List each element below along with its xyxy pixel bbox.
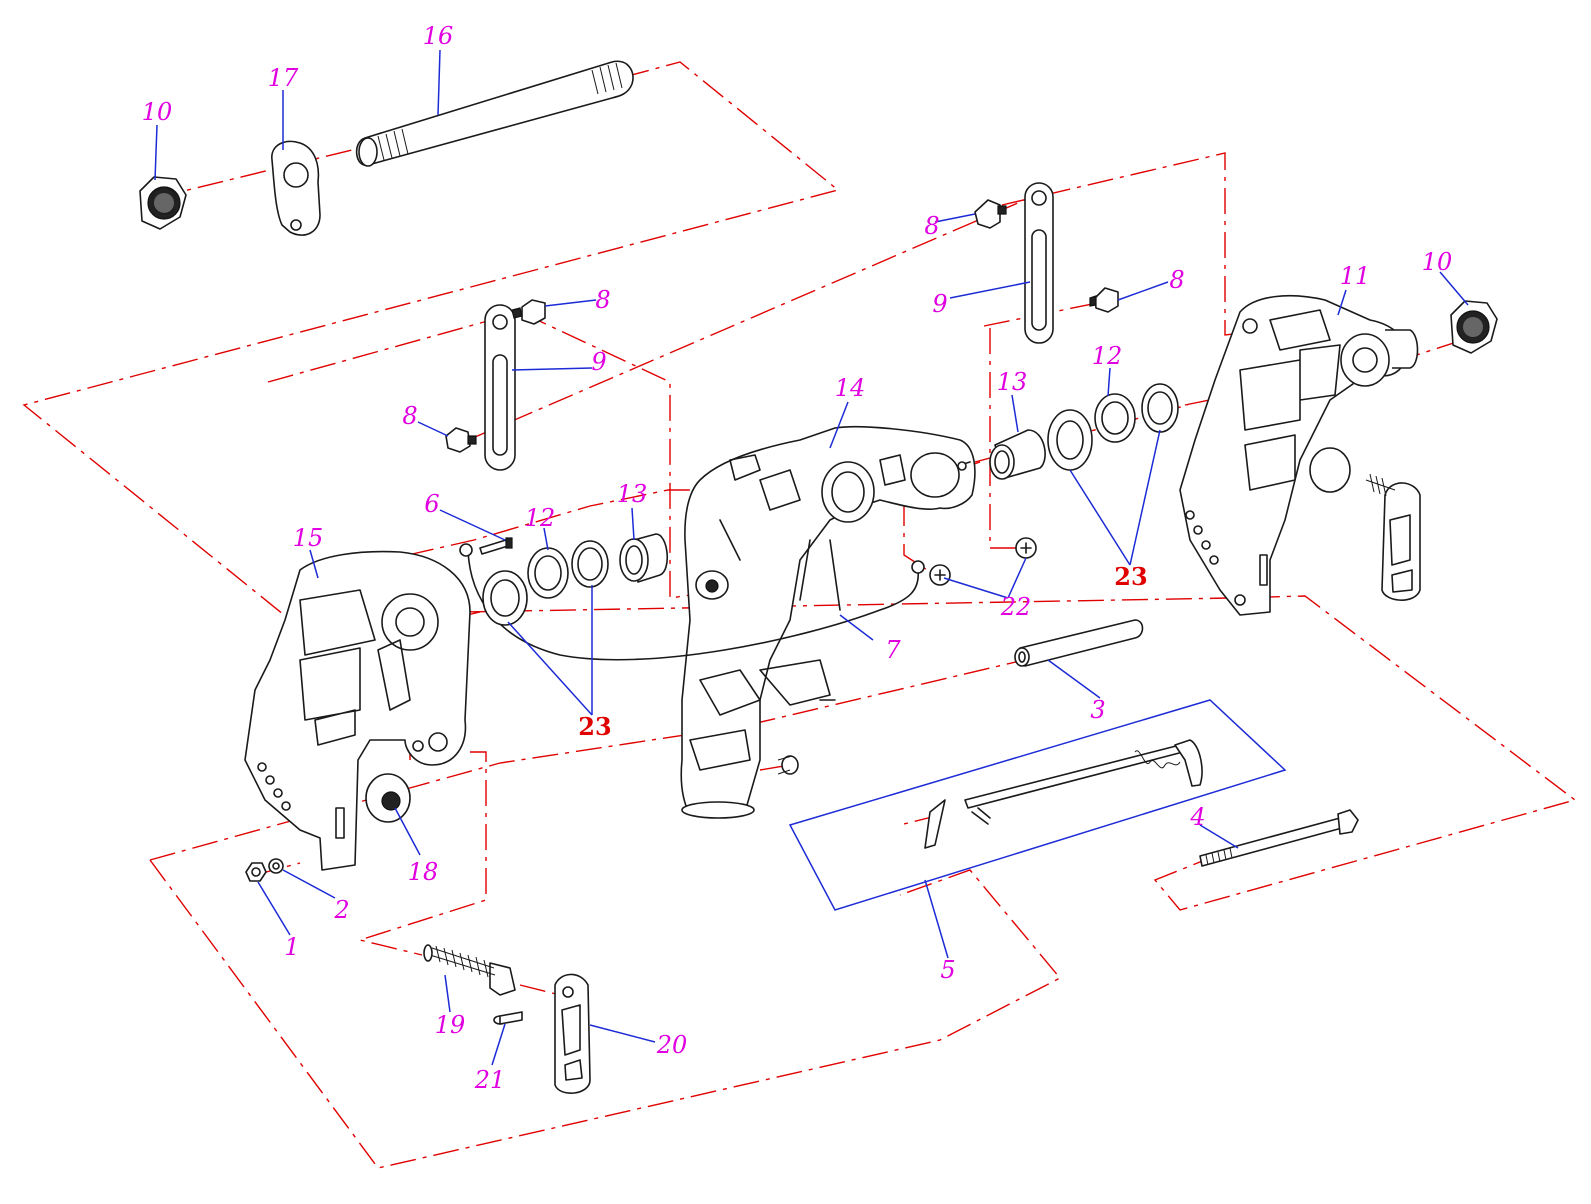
clamp-bracket-left bbox=[244, 550, 471, 871]
screw-b bbox=[1015, 537, 1037, 559]
callout-8-center-top: 8 bbox=[595, 286, 610, 314]
callout-11: 11 bbox=[1340, 262, 1371, 290]
callout-8-right-top: 8 bbox=[924, 212, 939, 240]
callout-15: 15 bbox=[293, 524, 324, 552]
callout-1: 1 bbox=[284, 933, 299, 961]
callout-12-center: 12 bbox=[525, 504, 556, 532]
cap-knob bbox=[365, 773, 411, 823]
washer-12-center bbox=[527, 547, 569, 599]
clamp-bracket-right bbox=[1179, 295, 1419, 616]
callout-10-left: 10 bbox=[142, 98, 173, 126]
callout-13-center: 13 bbox=[617, 480, 648, 508]
spring-screw bbox=[423, 944, 516, 996]
swivel-bracket-body bbox=[680, 425, 976, 819]
washer-small-center bbox=[571, 540, 609, 588]
washer-large-right bbox=[1047, 409, 1093, 471]
bolt-right-lower bbox=[1089, 287, 1119, 313]
callout-8-center-lower: 8 bbox=[402, 402, 417, 430]
assembly-axes bbox=[22, 61, 1577, 1169]
callout-7: 7 bbox=[885, 636, 901, 664]
nut-left bbox=[139, 176, 187, 230]
small-nut bbox=[245, 862, 267, 882]
slotted-link-right bbox=[1024, 182, 1054, 344]
washer-small-right bbox=[1141, 383, 1179, 433]
callout-21: 21 bbox=[474, 1066, 506, 1094]
callout-17: 17 bbox=[268, 64, 299, 92]
callout-9-center: 9 bbox=[591, 348, 606, 376]
tube-rod bbox=[1014, 619, 1144, 667]
callout-6: 6 bbox=[424, 490, 439, 518]
bushing-center bbox=[619, 533, 668, 583]
callout-9-right: 9 bbox=[932, 290, 947, 318]
callout-13-right: 13 bbox=[997, 368, 1028, 396]
callout-8-right-lower: 8 bbox=[1169, 266, 1184, 294]
callout-12-right: 12 bbox=[1092, 342, 1123, 370]
callout-19: 19 bbox=[435, 1011, 466, 1039]
washer-large-center bbox=[482, 570, 528, 626]
small-washer bbox=[268, 858, 284, 874]
small-pin-21 bbox=[493, 1011, 523, 1025]
callout-23-center: 23 bbox=[578, 712, 611, 741]
bolt-center-lower bbox=[445, 427, 477, 453]
washer-12-right bbox=[1094, 393, 1136, 443]
bracket-plate bbox=[271, 140, 321, 236]
callout-4: 4 bbox=[1189, 803, 1205, 831]
spring-assembly-group-box bbox=[788, 699, 1287, 911]
cable-terminal-left bbox=[459, 543, 473, 557]
bolt-center-top bbox=[511, 299, 546, 325]
small-bolt-base bbox=[777, 755, 799, 775]
callout-14: 14 bbox=[835, 374, 866, 402]
callout-22: 22 bbox=[1000, 593, 1032, 621]
callout-3: 3 bbox=[1090, 696, 1105, 724]
callout-23-right: 23 bbox=[1114, 562, 1147, 591]
callout-18: 18 bbox=[408, 858, 439, 886]
handle-left bbox=[554, 973, 591, 1094]
callout-5: 5 bbox=[940, 956, 955, 984]
spring-rod-assembly bbox=[924, 739, 1203, 849]
small-pin bbox=[479, 537, 513, 555]
callout-16: 16 bbox=[423, 22, 454, 50]
callout-numbers: 1 2 3 4 5 6 7 8 8 8 8 9 9 10 10 11 12 12… bbox=[142, 22, 1453, 1094]
long-bolt bbox=[1199, 809, 1359, 867]
callout-20: 20 bbox=[656, 1031, 688, 1059]
screw-a bbox=[929, 564, 951, 586]
nut-right bbox=[1450, 300, 1498, 354]
callout-2: 2 bbox=[333, 896, 349, 924]
slotted-link-center bbox=[484, 304, 516, 471]
callout-10-right: 10 bbox=[1422, 248, 1453, 276]
bolt-right-top bbox=[974, 199, 1007, 229]
cable-terminal-right bbox=[911, 560, 925, 574]
handle-right bbox=[1365, 473, 1421, 601]
threaded-tube bbox=[355, 60, 634, 167]
bushing-right bbox=[989, 429, 1046, 480]
leader-lines bbox=[154, 49, 1469, 1066]
